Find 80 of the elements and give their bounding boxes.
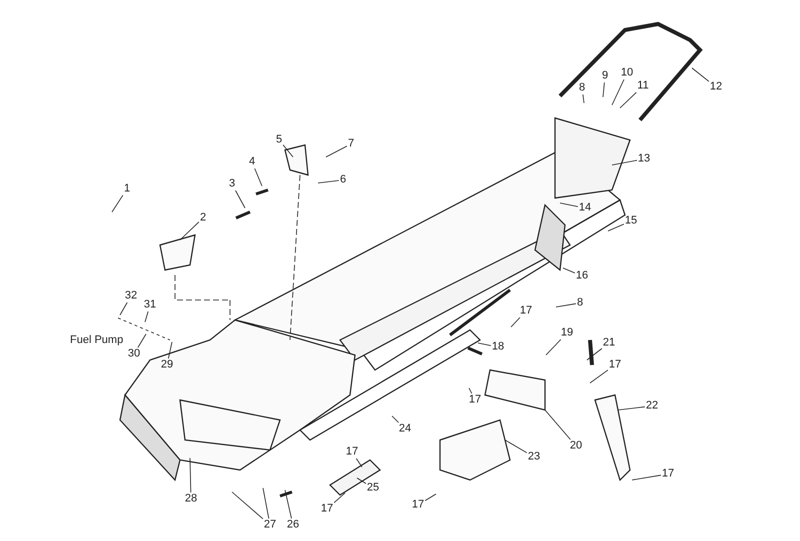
callout-number: 17 (320, 502, 334, 516)
callout-number: 25 (366, 482, 380, 494)
leader-line (112, 194, 124, 212)
leader-line (284, 490, 292, 519)
callout-number: 32 (124, 290, 138, 302)
callout-number: 21 (602, 336, 616, 350)
callout-number: 30 (126, 348, 142, 360)
callout-number: 31 (142, 298, 158, 312)
callout-number: 17 (344, 446, 360, 458)
leader-line (608, 224, 624, 232)
callout-number: 17 (608, 358, 622, 372)
leader-line (556, 303, 576, 308)
callout-number: 16 (574, 270, 590, 282)
leader-line (180, 222, 200, 240)
callout-number: 4 (248, 156, 256, 168)
leader-line (235, 190, 246, 208)
leader-line (334, 492, 346, 504)
leader-line (602, 82, 605, 98)
callout-number: 9 (600, 70, 610, 82)
leader-line (562, 268, 576, 274)
leader-line (168, 342, 172, 359)
leader-line (632, 474, 662, 480)
leader-line (424, 494, 436, 501)
callout-number: 22 (644, 400, 660, 412)
leader-line (356, 458, 362, 468)
callout-number: 5 (274, 134, 284, 146)
callout-number: 12 (708, 80, 724, 94)
callout-number: 7 (346, 138, 356, 150)
leader-line (262, 488, 270, 519)
leader-line (190, 458, 192, 493)
leader-line (544, 410, 571, 440)
callout-number: 24 (398, 422, 412, 436)
callout-number: 11 (636, 80, 650, 92)
callout-number: 17 (660, 468, 676, 480)
callout-number: 23 (526, 450, 542, 464)
leader-line (618, 406, 646, 410)
callout-number: 6 (338, 174, 348, 186)
leader-line (356, 478, 366, 484)
leader-line (546, 339, 562, 356)
callout-number: 17 (518, 304, 534, 318)
callout-number: 28 (184, 492, 198, 506)
part-label: Fuel Pump (70, 334, 124, 346)
callout-number: 10 (620, 66, 634, 80)
callout-number: 1 (122, 182, 132, 196)
callout-number: 3 (228, 178, 236, 190)
callout-number: 19 (560, 326, 574, 340)
leader-line (582, 94, 584, 104)
leader-line (692, 68, 710, 82)
leader-line (620, 92, 637, 108)
callout-number: 13 (636, 152, 652, 166)
callout-number: 26 (286, 518, 300, 532)
leader-line (612, 160, 638, 166)
callout-number: 15 (624, 214, 638, 228)
leader-line (254, 168, 262, 186)
leader-line (560, 202, 578, 207)
callout-number: 8 (578, 82, 586, 94)
callout-number: 17 (468, 394, 482, 406)
leader-line (326, 146, 348, 158)
callout-number: 14 (578, 202, 592, 214)
leader-line (504, 440, 528, 454)
callout-number: 17 (410, 498, 426, 512)
callout-number: 20 (568, 440, 584, 452)
leader-line (590, 370, 608, 384)
leader-line (282, 144, 294, 158)
leader-line (138, 334, 146, 348)
leader-line (144, 311, 148, 322)
callout-number: 18 (490, 340, 506, 354)
leader-line (120, 302, 128, 316)
leader-line (586, 348, 602, 360)
leader-line (468, 388, 472, 394)
leader-line (232, 492, 264, 520)
leader-line (478, 342, 492, 346)
leader-line (392, 416, 399, 423)
callout-number: 8 (576, 296, 584, 310)
callout-number: 27 (262, 518, 278, 532)
callout-number: 2 (198, 212, 208, 224)
leader-line (318, 180, 340, 184)
leader-line (510, 317, 520, 328)
leader-line (612, 79, 624, 106)
callout-number: 29 (160, 358, 174, 372)
